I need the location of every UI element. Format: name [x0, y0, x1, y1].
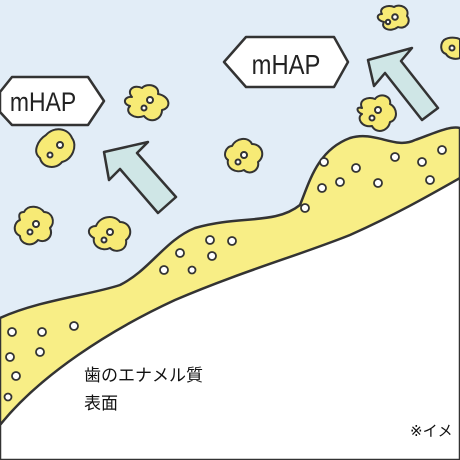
mhap-particle	[13, 205, 54, 246]
arrow-up-left-icon	[102, 140, 178, 215]
mhap-particle	[124, 84, 170, 122]
enamel-label-line2: 表面	[84, 394, 118, 414]
image-note-footnote: ※イメ	[410, 422, 453, 440]
mhap-label-right: mHAP	[222, 35, 350, 89]
mhap-particle	[376, 4, 410, 31]
mhap-particle	[35, 128, 76, 168]
enamel-pores	[3, 145, 447, 402]
mhap-label-left-text: mHAP	[10, 87, 76, 117]
mhap-particle	[440, 36, 460, 60]
mhap-label-right-text: mHAP	[252, 48, 321, 80]
mhap-label-left: mHAP	[0, 75, 106, 127]
mhap-particle	[224, 138, 264, 174]
mhap-particle	[356, 94, 397, 132]
enamel-surface-label: 歯のエナメル質 表面	[84, 362, 203, 418]
mhap-particle	[88, 216, 132, 252]
mhap-particles	[13, 4, 460, 252]
enamel-label-line1: 歯のエナメル質	[84, 366, 203, 386]
arrow-up-right-icon	[366, 46, 440, 122]
tooth-interior	[0, 176, 460, 460]
